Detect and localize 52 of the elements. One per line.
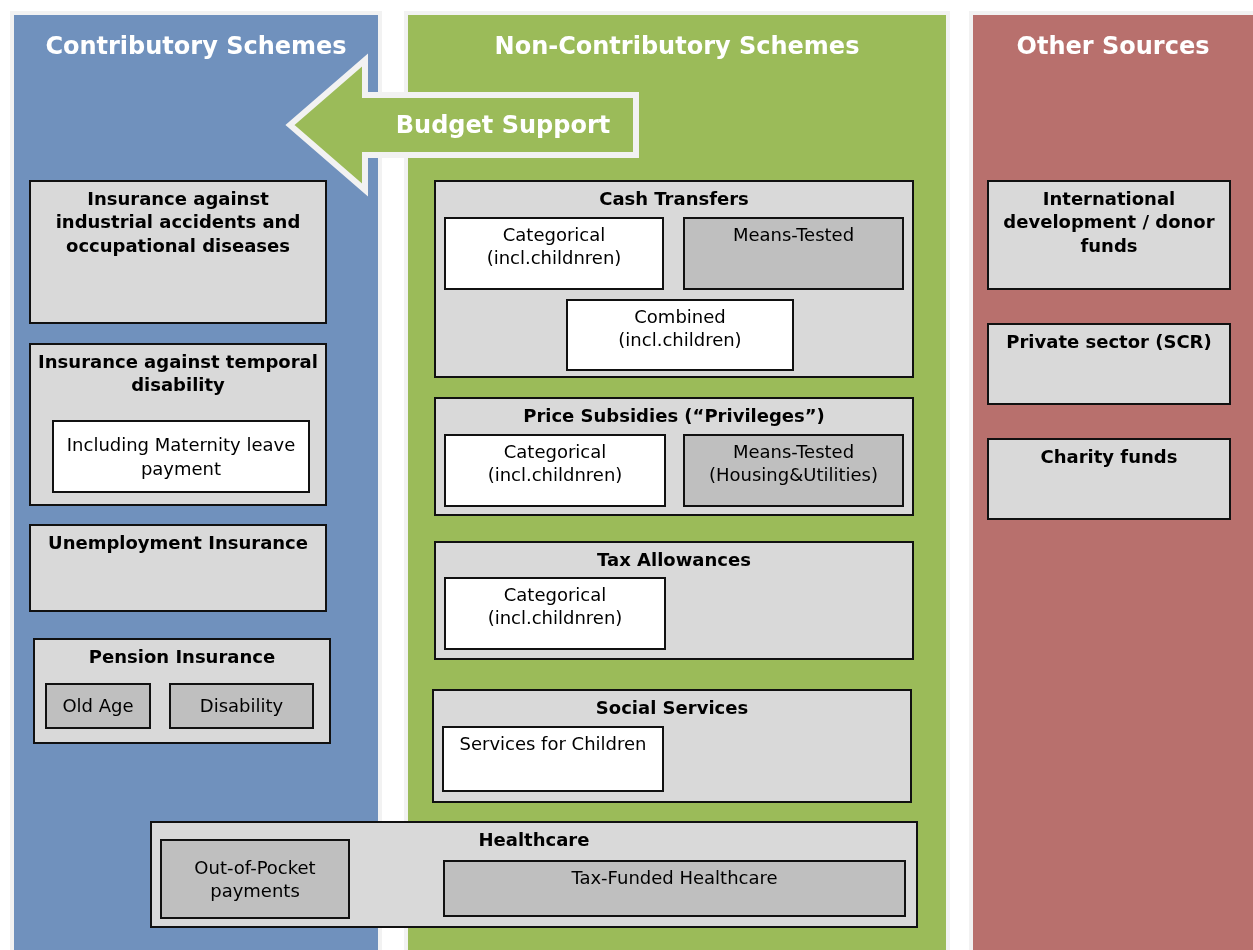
box-heading: Insurance against industrial accidents and occupational diseases <box>54 187 302 258</box>
sub-category-box <box>442 726 664 792</box>
box-text: Services for Children <box>458 732 648 756</box>
category-box <box>29 524 327 612</box>
sub-category-box <box>683 217 904 290</box>
edge-label: Budget Support <box>395 111 611 139</box>
category-box <box>987 180 1231 290</box>
sub-category-box <box>45 683 151 729</box>
column-heading: Other Sources <box>1016 31 1210 62</box>
sub-category-box <box>443 860 906 917</box>
category-box <box>434 180 914 378</box>
category-box <box>29 343 327 506</box>
category-box <box>432 689 912 803</box>
box-text: Categorical (incl.childnren) <box>486 440 624 487</box>
category-box <box>987 323 1231 405</box>
box-text: Means-Tested (Housing&Utilities) <box>708 440 879 487</box>
box-heading: Private sector (SCR) <box>1005 330 1213 354</box>
category-box <box>434 397 914 516</box>
box-text: Categorical (incl.childnren) <box>486 583 624 630</box>
column-heading: Non-Contributory Schemes <box>494 31 860 62</box>
box-heading: Unemployment Insurance <box>47 531 309 555</box>
sub-category-box <box>52 420 310 493</box>
category-box <box>33 638 331 744</box>
box-heading: Cash Transfers <box>598 187 750 211</box>
box-heading: Tax Allowances <box>596 548 752 572</box>
sub-category-box <box>444 217 664 290</box>
sub-category-box <box>683 434 904 507</box>
box-text: Disability <box>198 694 285 718</box>
category-box <box>987 438 1231 520</box>
box-text: Combined (incl.children) <box>617 305 743 352</box>
box-heading: Charity funds <box>1039 445 1179 469</box>
sub-category-box <box>444 434 666 507</box>
box-heading: Social Services <box>594 696 750 720</box>
box-heading: Price Subsidies (“Privileges”) <box>522 404 826 428</box>
box-text: Including Maternity leave payment <box>65 433 297 480</box>
box-text: Old Age <box>61 694 135 718</box>
box-heading: International development / donor funds <box>1002 187 1216 258</box>
box-heading: Insurance against temporal disability <box>37 350 319 397</box>
box-heading: Healthcare <box>477 828 591 852</box>
block-arrow <box>285 53 639 197</box>
sub-category-box <box>444 577 666 650</box>
category-box <box>434 541 914 660</box>
sub-category-box <box>566 299 794 371</box>
box-text: Out-of-Pocket payments <box>193 855 317 903</box>
box-text: Tax-Funded Healthcare <box>570 866 779 890</box>
box-heading: Pension Insurance <box>87 645 277 669</box>
box-text: Categorical (incl.childnren) <box>485 223 623 270</box>
box-text: Means-Tested <box>731 223 856 247</box>
sub-category-box <box>169 683 314 729</box>
sub-category-box <box>160 839 350 919</box>
column-heading: Contributory Schemes <box>45 31 347 62</box>
category-box <box>29 180 327 324</box>
